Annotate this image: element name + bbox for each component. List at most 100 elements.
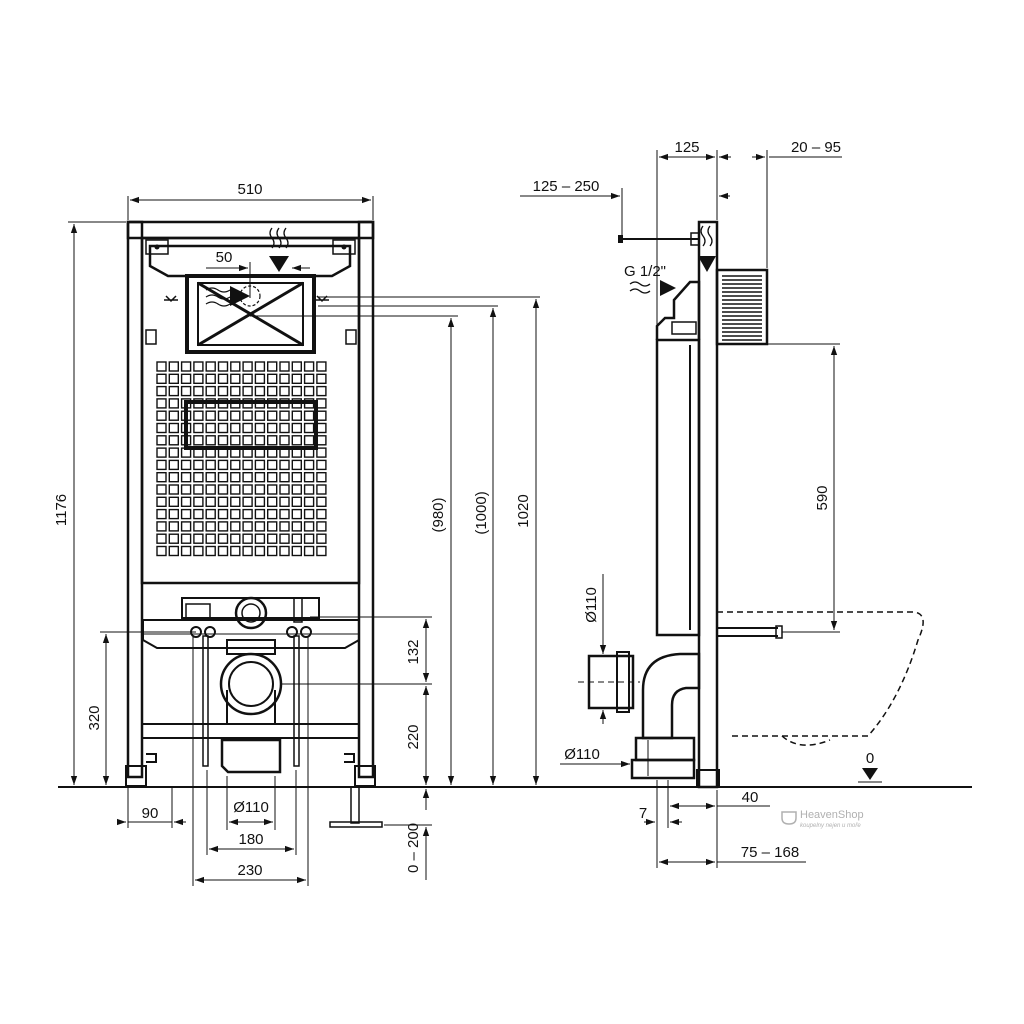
bottom-rail (141, 723, 360, 739)
grid-cell (168, 533, 180, 544)
grid-cell (279, 361, 290, 372)
watermark-tagline: koupelny nejen u moře (800, 823, 861, 829)
label-g-half-inch: G 1/2" (624, 263, 666, 280)
grid-cell (291, 410, 302, 421)
dim-230: 230 (237, 862, 262, 879)
grid-cell (205, 508, 216, 520)
grid-cell (254, 373, 266, 384)
lower-cross-plate (181, 597, 320, 619)
grid-cell (230, 459, 241, 471)
front-dimensions: 510 1176 50 (980) (1000) 1020 320 132 (53, 181, 540, 886)
grid-cell (156, 361, 167, 372)
dim-510: 510 (237, 181, 262, 198)
grid-cell (205, 484, 216, 495)
label-floor-zero: 0 (866, 750, 874, 767)
grid-cell (217, 545, 229, 557)
grid-cell (217, 459, 229, 471)
grid-cell (156, 422, 167, 434)
grid-cell (254, 435, 266, 446)
grid-cell (316, 545, 327, 557)
grid-cell (254, 472, 266, 483)
grid-cell (291, 521, 302, 532)
grid-cell (193, 545, 204, 557)
grid-cell (267, 484, 278, 495)
dim-320: 320 (86, 705, 103, 730)
frame-left-post (126, 220, 144, 779)
grid-cell (303, 385, 315, 397)
dim-side-125: 125 (674, 139, 699, 156)
flush-button-housing (715, 268, 769, 346)
grid-cell (303, 435, 315, 446)
grid-cell (316, 422, 327, 434)
dim-0-200: 0 – 200 (405, 823, 422, 873)
grid-cell (303, 373, 315, 384)
grid-cell (168, 422, 180, 434)
grid-cell (168, 361, 180, 372)
grid-cell (291, 472, 302, 483)
right-foot (354, 765, 376, 787)
grid-cell (316, 521, 327, 532)
grid-cell (180, 459, 192, 471)
top-inlet-arrow (269, 256, 289, 272)
dim-1176: 1176 (53, 494, 70, 526)
side-cistern (655, 338, 701, 637)
drain-elbow (641, 652, 701, 740)
left-foot (125, 765, 147, 787)
dim-590: 590 (814, 485, 831, 510)
grid-cell (316, 533, 327, 544)
cistern-body (140, 236, 361, 585)
grid-cell (217, 472, 229, 483)
toilet-outline (717, 611, 924, 737)
grid-cell (180, 484, 192, 495)
grid-cell (205, 435, 216, 446)
grid-cell (193, 435, 204, 446)
grid-cell (217, 521, 229, 532)
grid-cell (193, 533, 204, 544)
grid-cell (156, 484, 167, 495)
grid-cell (267, 361, 278, 372)
grid-cell (267, 410, 278, 421)
grid-cell (279, 410, 290, 421)
grid-cell (254, 459, 266, 471)
grid-cell (303, 422, 315, 434)
grid-cell (193, 459, 204, 471)
grid-cell (205, 521, 216, 532)
grid-cell (316, 459, 327, 471)
flush-pipe-circle (234, 596, 268, 630)
grid-cell (217, 435, 229, 446)
grid-cell (217, 373, 229, 384)
grid-cell (267, 385, 278, 397)
dim-125-250: 125 – 250 (533, 178, 600, 195)
grid-cell (168, 459, 180, 471)
grid-cell (316, 435, 327, 446)
grid-cell (303, 533, 315, 544)
grid-cell (242, 484, 253, 495)
grid-cell (279, 496, 290, 507)
grid-cell (193, 361, 204, 372)
grid-cell (156, 373, 167, 384)
top-water-wave-icon (269, 227, 289, 249)
grid-cell (193, 385, 204, 397)
grid-cell (205, 410, 216, 421)
grid-cell (242, 361, 253, 372)
grid-cell (267, 521, 278, 532)
grid-cell (254, 484, 266, 495)
grid-cell (168, 496, 180, 507)
grid-cell (303, 521, 315, 532)
grid-cell (180, 373, 192, 384)
grid-cell (168, 435, 180, 446)
dim-1000: (1000) (473, 491, 490, 534)
grid-cell (291, 545, 302, 557)
grid-cell (291, 422, 302, 434)
grid-cell (291, 508, 302, 520)
grid-cell (254, 410, 266, 421)
grid-cell (267, 373, 278, 384)
leg-extension (350, 786, 360, 824)
bathtub-icon (781, 811, 797, 825)
dim-drain-diameter: Ø110 (233, 799, 269, 816)
grid-cell (316, 496, 327, 507)
grid-cell (242, 422, 253, 434)
grid-cell (217, 484, 229, 495)
grid-cell (180, 496, 192, 507)
dim-40: 40 (742, 789, 759, 806)
